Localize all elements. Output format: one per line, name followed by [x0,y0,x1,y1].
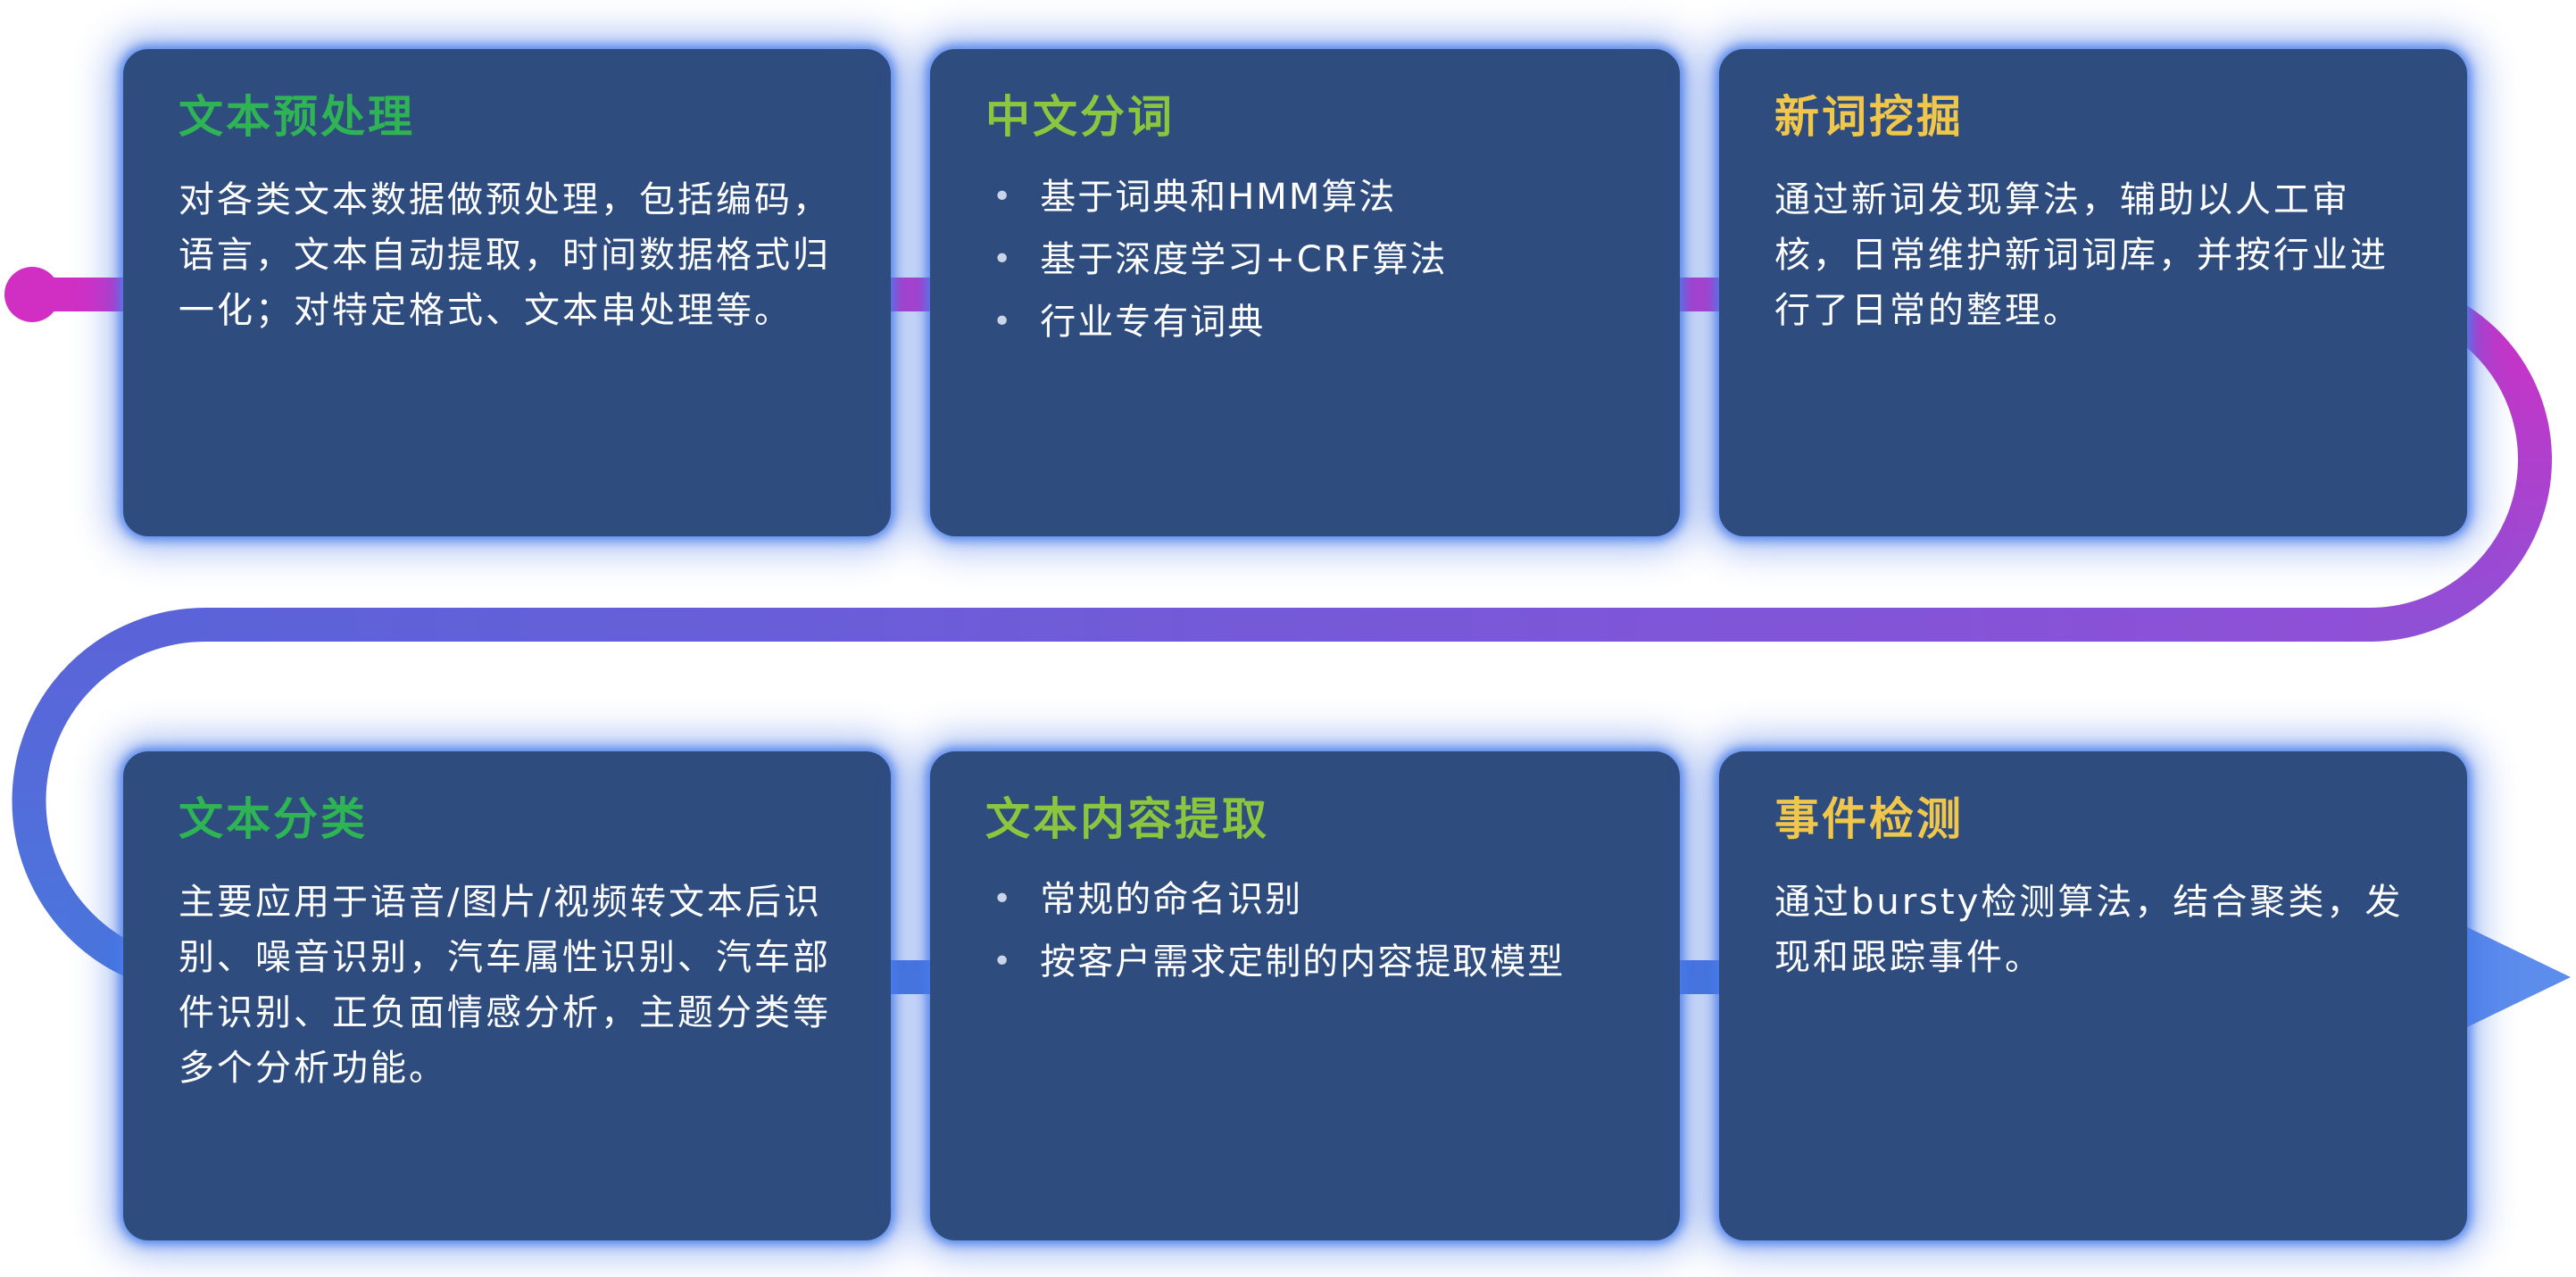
bullet-text: 基于深度学习+CRF算法 [1040,239,1448,280]
bullet-icon: • [993,303,1014,340]
card-text-classification: 文本分类 主要应用于语音/图片/视频转文本后识别、噪音识别，汽车属性识别、汽车部… [123,751,891,1240]
card-title: 事件检测 [1774,793,1964,845]
card-text-content-extraction: 文本内容提取 • 常规的命名识别 • 按客户需求定制的内容提取模型 [930,751,1680,1240]
card-title: 文本内容提取 [985,793,1269,845]
card-body: 通过bursty检测算法，结合聚类，发现和跟踪事件。 [1774,882,2404,978]
bullet-icon: • [993,881,1014,917]
flow-arrowhead-icon [2465,926,2571,1028]
card-text-preprocessing: 文本预处理 对各类文本数据做预处理，包括编码，语言，文本自动提取，时间数据格式归… [123,49,891,536]
bullet-text: 行业专有词典 [1040,302,1266,343]
list-item: • 常规的命名识别 [985,875,1625,925]
bullet-text: 常规的命名识别 [1040,879,1303,920]
flow-start-dot [4,267,60,322]
list-item: • 基于词典和HMM算法 [985,172,1625,222]
list-item: • 基于深度学习+CRF算法 [985,235,1625,285]
card-title: 中文分词 [985,91,1175,143]
card-event-detection: 事件检测 通过bursty检测算法，结合聚类，发现和跟踪事件。 [1719,751,2467,1240]
bullet-text: 基于词典和HMM算法 [1040,177,1397,218]
card-title: 新词挖掘 [1774,91,1964,143]
list-item: • 按客户需求定制的内容提取模型 [985,937,1625,987]
bullet-text: 按客户需求定制的内容提取模型 [1040,941,1566,983]
list-item: • 行业专有词典 [985,297,1625,347]
card-title: 文本分类 [179,793,368,845]
bullet-list: • 常规的命名识别 • 按客户需求定制的内容提取模型 [985,875,1625,987]
card-new-word-mining: 新词挖掘 通过新词发现算法，辅助以人工审核，日常维护新词词库，并按行业进行了日常… [1719,49,2467,536]
card-title: 文本预处理 [179,91,415,143]
bullet-icon: • [993,943,1014,980]
card-body: 对各类文本数据做预处理，包括编码，语言，文本自动提取，时间数据格式归一化；对特定… [179,179,831,331]
card-chinese-word-segmentation: 中文分词 • 基于词典和HMM算法 • 基于深度学习+CRF算法 • 行业专有词… [930,49,1680,536]
bullet-list: • 基于词典和HMM算法 • 基于深度学习+CRF算法 • 行业专有词典 [985,172,1625,347]
bullet-icon: • [993,178,1014,215]
bullet-icon: • [993,241,1014,278]
card-body: 主要应用于语音/图片/视频转文本后识别、噪音识别，汽车属性识别、汽车部件识别、正… [179,882,831,1089]
card-body: 通过新词发现算法，辅助以人工审核，日常维护新词词库，并按行业进行了日常的整理。 [1774,179,2389,331]
